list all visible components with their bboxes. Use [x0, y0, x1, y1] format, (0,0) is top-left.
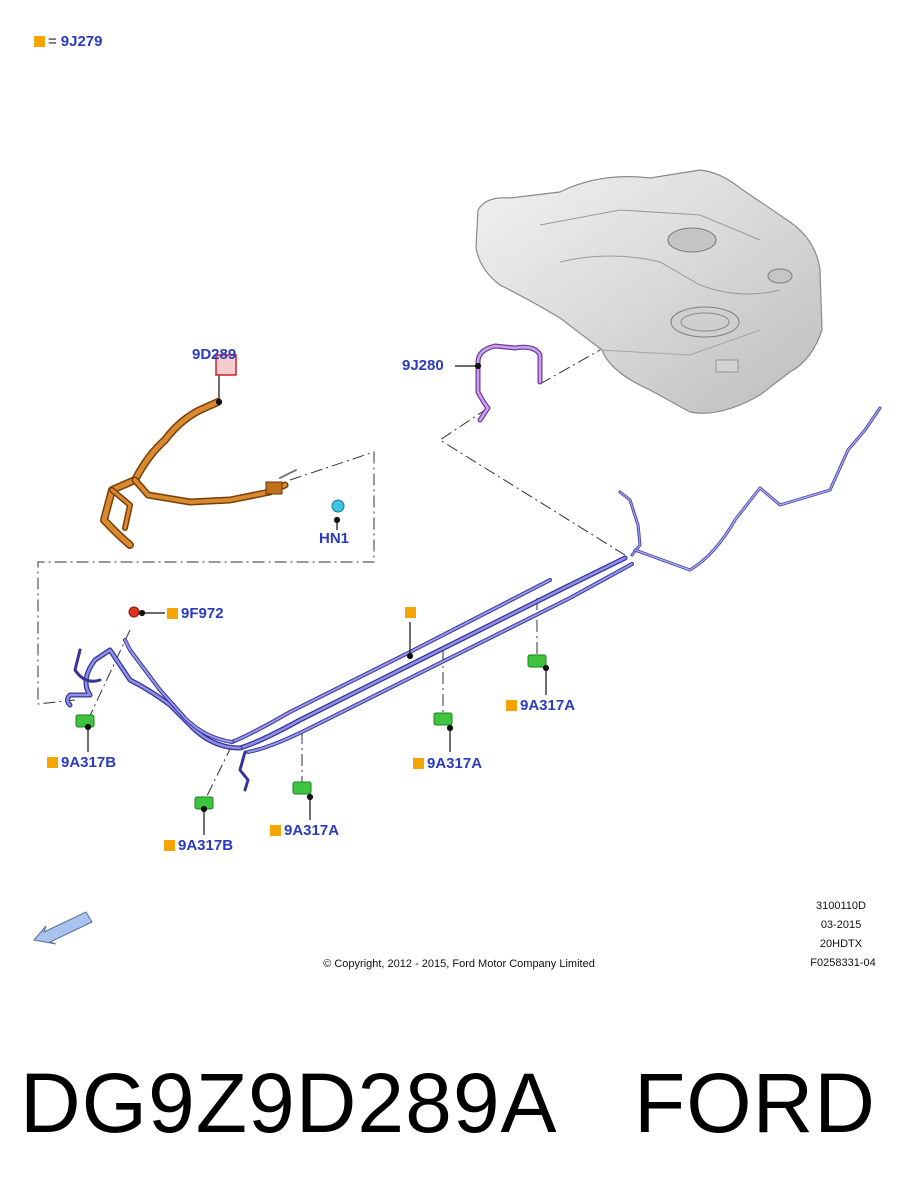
legend-key-square: [34, 36, 45, 47]
callout-9a317a-right[interactable]: 9A317A: [506, 697, 575, 714]
key-square: [47, 757, 58, 768]
key-square: [164, 840, 175, 851]
legend-equals: =: [48, 33, 57, 50]
info-figure-id: F0258331-04: [810, 957, 876, 969]
key-square-marker: [405, 607, 416, 618]
key-square: [506, 700, 517, 711]
fuel-tank: [475, 169, 823, 414]
clip-9a317b-left: [75, 714, 95, 728]
legend-key: =9J279: [34, 33, 102, 50]
callout-label: 9A317B: [178, 837, 234, 854]
callout-9a317a-lower[interactable]: 9A317A: [270, 822, 339, 839]
key-square: [413, 758, 424, 769]
callout-hn1[interactable]: HN1: [319, 530, 350, 547]
callout-label: 9A317A: [427, 755, 483, 772]
callout-label: 9A317A: [520, 697, 576, 714]
part-number: DG9Z9D289A: [20, 1056, 558, 1150]
clip-9a317a-right: [527, 654, 547, 668]
callout-9j280[interactable]: 9J280: [402, 357, 444, 374]
vent-tube-9j280: [475, 343, 543, 423]
legend-key-label: 9J279: [60, 33, 103, 50]
front-arrow-icon: [33, 911, 93, 945]
callout-9a317b-lower[interactable]: 9A317B: [164, 837, 233, 854]
callout-9f972[interactable]: 9F972: [167, 605, 224, 622]
leader-lines: [37, 349, 626, 801]
key-square: [167, 608, 178, 619]
copyright: © Copyright, 2012 - 2015, Ford Motor Com…: [323, 958, 595, 970]
fuel-filler-hose-9d289: [100, 398, 297, 549]
clip-9a317a-lower: [292, 781, 312, 795]
part-highlight-box: [215, 354, 237, 376]
callout-label: 9A317B: [61, 754, 117, 771]
callout-leaders: [84, 362, 550, 835]
info-date: 03-2015: [820, 919, 862, 931]
cap-9f972: [128, 606, 140, 618]
brand-name: FORD: [634, 1056, 876, 1150]
callout-9a317a-middle[interactable]: 9A317A: [413, 755, 482, 772]
key-square: [270, 825, 281, 836]
hn1-clip: [331, 499, 345, 513]
callout-9d289[interactable]: 9D289: [192, 346, 237, 363]
info-model: 20HDTX: [819, 938, 863, 950]
info-code: 3100110D: [816, 900, 866, 912]
callout-9a317b-left[interactable]: 9A317B: [47, 754, 116, 771]
callout-label: 9F972: [181, 605, 224, 622]
fuel-lines: [65, 406, 882, 792]
clip-9a317a-middle: [433, 712, 453, 726]
clips-9a317: [75, 654, 547, 810]
callout-label: 9A317A: [284, 822, 340, 839]
